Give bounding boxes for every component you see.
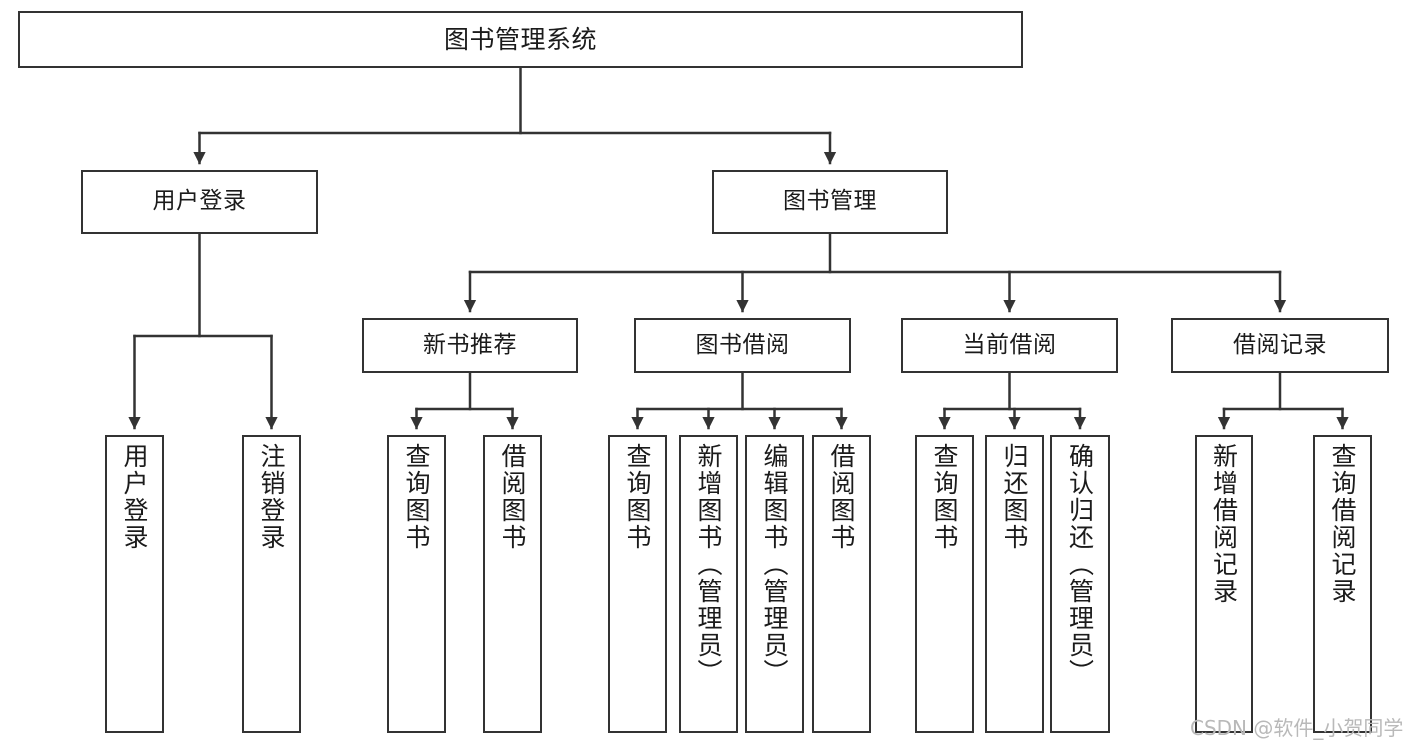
node-leaf-add-borrow-record-label: 新增借阅记录	[1209, 443, 1239, 605]
node-leaf-logout-label: 注销登录	[257, 443, 286, 551]
node-user-login[interactable]: 用户登录	[81, 170, 318, 234]
node-current-borrow-label: 当前借阅	[962, 331, 1057, 358]
node-leaf-borrow-books-label: 借阅图书	[827, 443, 856, 551]
node-leaf-query-books-borrow-label: 查询图书	[623, 443, 652, 551]
node-leaf-confirm-return-admin-label: 确认归还（管理员）	[1065, 443, 1095, 686]
node-leaf-edit-book-admin-label: 编辑图书（管理员）	[760, 443, 789, 686]
node-leaf-confirm-return-admin[interactable]: 确认归还（管理员）	[1050, 435, 1110, 733]
node-book-borrow[interactable]: 图书借阅	[634, 318, 851, 373]
node-current-borrow[interactable]: 当前借阅	[901, 318, 1118, 373]
node-leaf-add-book-admin[interactable]: 新增图书（管理员）	[679, 435, 738, 733]
node-new-book-recommend[interactable]: 新书推荐	[362, 318, 578, 373]
node-book-management[interactable]: 图书管理	[712, 170, 948, 234]
node-root-label: 图书管理系统	[443, 24, 597, 54]
node-borrow-records-label: 借阅记录	[1233, 331, 1327, 358]
node-new-book-recommend-label: 新书推荐	[423, 331, 517, 358]
node-leaf-add-book-admin-label: 新增图书（管理员）	[694, 443, 723, 686]
node-leaf-borrow-books-new-label: 借阅图书	[498, 443, 527, 551]
node-leaf-return-books[interactable]: 归还图书	[985, 435, 1044, 733]
node-leaf-query-books-new[interactable]: 查询图书	[387, 435, 446, 733]
node-leaf-user-login-label: 用户登录	[120, 443, 149, 551]
node-leaf-query-books-current-label: 查询图书	[930, 443, 959, 551]
node-leaf-add-borrow-record[interactable]: 新增借阅记录	[1195, 435, 1253, 733]
node-leaf-query-borrow-record[interactable]: 查询借阅记录	[1313, 435, 1372, 733]
node-leaf-user-login[interactable]: 用户登录	[105, 435, 164, 733]
node-leaf-borrow-books-new[interactable]: 借阅图书	[483, 435, 542, 733]
node-root[interactable]: 图书管理系统	[18, 11, 1023, 68]
node-book-borrow-label: 图书借阅	[695, 331, 790, 358]
node-leaf-query-books-current[interactable]: 查询图书	[915, 435, 974, 733]
node-user-login-label: 用户登录	[152, 188, 247, 215]
node-borrow-records[interactable]: 借阅记录	[1171, 318, 1389, 373]
node-book-management-label: 图书管理	[783, 188, 877, 215]
node-leaf-edit-book-admin[interactable]: 编辑图书（管理员）	[745, 435, 804, 733]
node-leaf-query-books-new-label: 查询图书	[402, 443, 431, 551]
node-leaf-borrow-books[interactable]: 借阅图书	[812, 435, 871, 733]
csdn-watermark: CSDN @软件_小贺同学	[1190, 716, 1404, 740]
node-leaf-query-books-borrow[interactable]: 查询图书	[608, 435, 667, 733]
node-leaf-logout[interactable]: 注销登录	[242, 435, 301, 733]
node-leaf-query-borrow-record-label: 查询借阅记录	[1328, 443, 1357, 605]
node-leaf-return-books-label: 归还图书	[1000, 443, 1029, 551]
